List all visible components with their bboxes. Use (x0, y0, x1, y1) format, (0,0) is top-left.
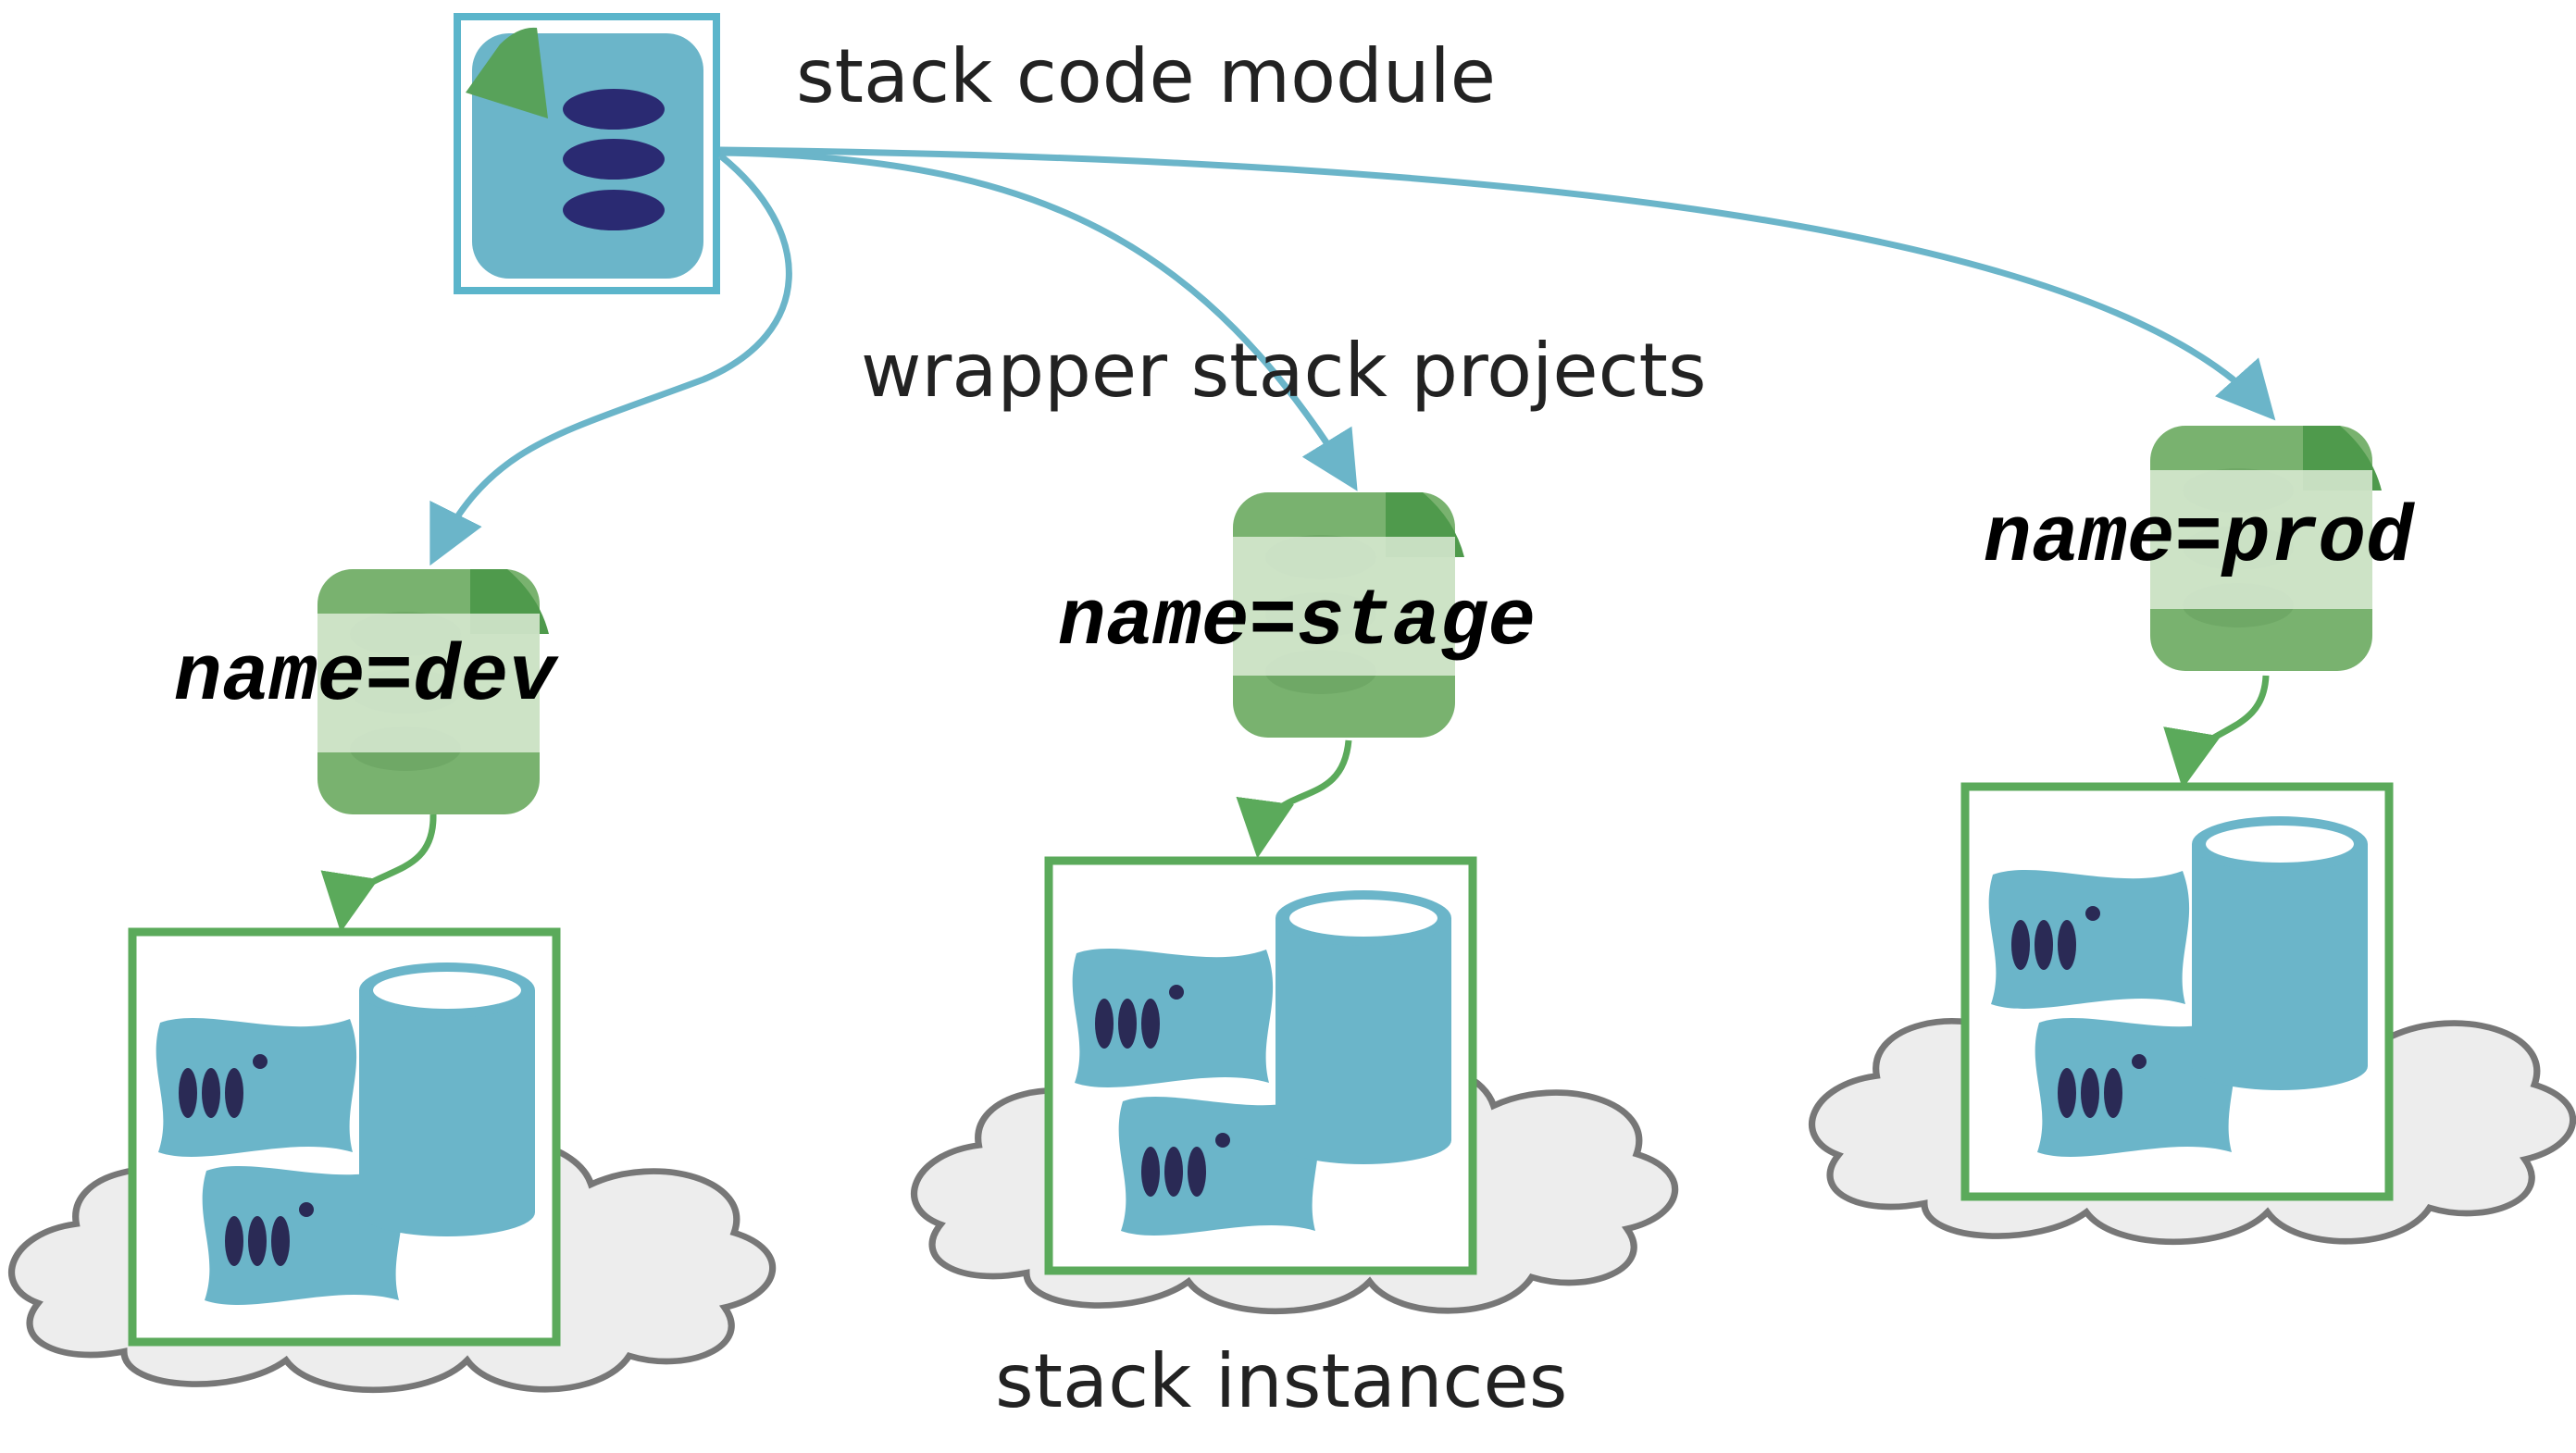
module-label: stack code module (796, 33, 1496, 119)
wrapper-label: wrapper stack projects (861, 328, 1707, 414)
instances-label: stack instances (995, 1338, 1567, 1424)
module-triangle (466, 27, 548, 118)
module-icon (454, 13, 720, 294)
server-icon (1072, 948, 1274, 1087)
arrow-dev-to-instance (320, 813, 437, 933)
arrow-module-to-prod (719, 146, 2276, 421)
instance-box-stage (1044, 856, 1477, 1275)
database-icon (359, 962, 535, 1236)
instance-box-prod (1960, 782, 2394, 1201)
arrow-module-to-stage (719, 149, 1358, 491)
project-label-stage: name=stage (1058, 577, 1536, 667)
database-icon (2192, 816, 2368, 1090)
project-label-prod: name=prod (1984, 493, 2416, 584)
arrow-stage-to-instance (1236, 739, 1352, 859)
project-label-dev: name=dev (174, 632, 559, 723)
server-icon (1988, 869, 2190, 1009)
arrow-prod-to-instance (2163, 675, 2270, 789)
instance-box-dev (128, 927, 561, 1347)
arrow-module-to-dev (429, 153, 792, 566)
database-icon (1276, 890, 1451, 1164)
server-icon (156, 1017, 357, 1157)
